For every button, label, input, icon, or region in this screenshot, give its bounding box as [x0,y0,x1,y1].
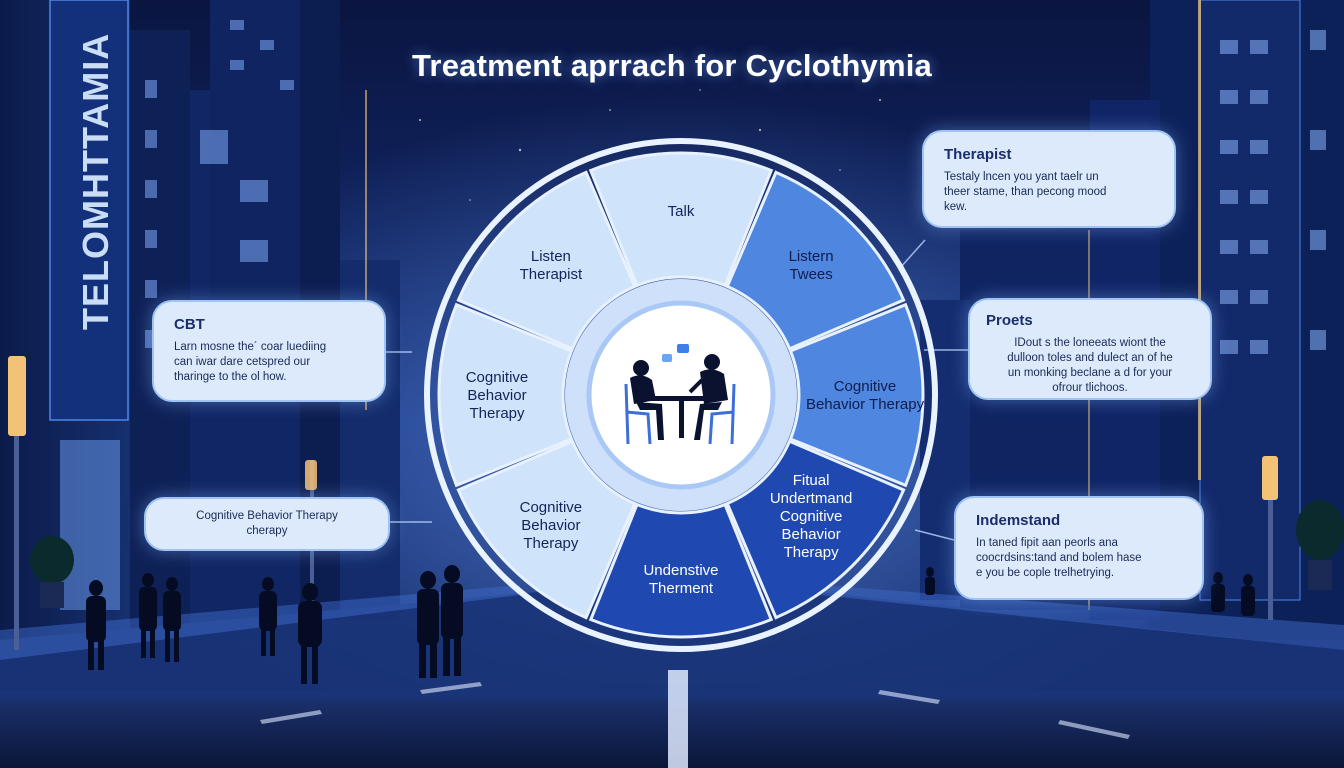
segment-fitual-understand [725,439,906,620]
wheel-center-circle [586,300,776,490]
card-proets: Proets IDout s the loneeats wiont the du… [968,298,1212,400]
connector-lines [386,239,968,541]
card-understand-title: Indemstand [976,512,1061,529]
card-cbt: CBT Larn mosne the´ coar luediing can iw… [152,300,386,402]
card-cbt-therapy: Cognitive Behavior Therapy cherapy [144,497,390,551]
card-therapist-title: Therapist [944,146,1012,163]
card-cbt-therapy-body: Cognitive Behavior Therapy cherapy [196,510,338,537]
card-therapist-body: Testaly lncen you yant taelr un theer st… [944,171,1107,213]
card-therapist: Therapist Testaly lncen you yant taelr u… [922,130,1176,228]
right-windows [1100,30,1326,354]
card-proets-title: Proets [986,312,1033,329]
segment-listen-trees [725,170,906,351]
segment-understive-therment [588,502,774,639]
page-title: Treatment aprrach for Cyclothymia [412,48,932,83]
card-understand-body: In taned fipit aan peorls ana coocrdsins… [976,537,1142,579]
segment-listen-therapist [456,170,637,351]
two-people-talking-icon [624,344,736,445]
segment-cognitive-behavior-therapy-left [437,302,574,488]
building-sign: TELOMHTTAMIA [75,33,116,330]
segment-talk [588,151,774,288]
segment-cognitive-behavior-therapy-right [788,302,925,488]
card-cbt-body: Larn mosne the´ coar luediing can iwar d… [174,341,327,383]
pedestrian-silhouettes [86,565,1255,684]
segment-cognitive-behavior-therapy-bottom [456,439,637,620]
segment-label-talk: Talk [668,203,695,220]
card-proets-body: IDout s the loneeats wiont the dulloon t… [1007,337,1173,394]
card-understand: Indemstand In taned fipit aan peorls ana… [954,496,1204,600]
potted-plants [30,500,1344,608]
card-cbt-title: CBT [174,316,205,333]
wheel-outer-ring [424,138,938,652]
